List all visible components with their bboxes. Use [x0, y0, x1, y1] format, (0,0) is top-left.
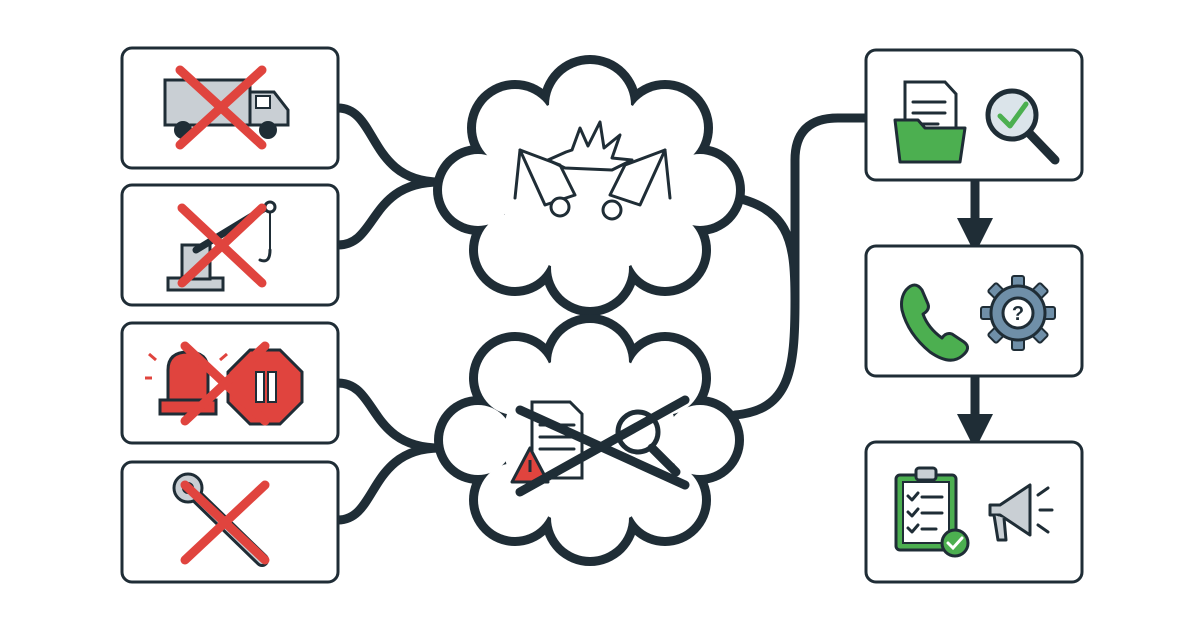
step-communicate-box: [864, 440, 1084, 584]
cause-crane-box: [120, 183, 340, 307]
connector-alarm-to-documents: [333, 378, 445, 453]
cross-out-mark: [177, 203, 267, 288]
step-contact-box: ?: [864, 244, 1084, 378]
cross-out-mark: [515, 395, 690, 497]
cause-alarm-box: [120, 321, 340, 445]
connector-documents-to-response: [730, 295, 800, 420]
checklist-icon: [894, 466, 970, 558]
forklift-collision-icon: [513, 120, 672, 221]
documents-cloud: [434, 314, 744, 566]
step-report-box: [864, 48, 1084, 182]
stop-sign-icon: [226, 348, 304, 426]
cross-out-mark: [180, 341, 270, 426]
connector-wrench-to-documents: [333, 443, 445, 525]
connector-trunk-to-first-step: [790, 113, 871, 305]
cross-out-mark: [175, 65, 267, 150]
connector-crane-to-collision: [333, 177, 445, 250]
inspection-check-icon: [985, 88, 1060, 165]
cause-wrench-box: [120, 460, 340, 584]
megaphone-icon: [988, 483, 1054, 542]
cause-truck-box: [120, 46, 340, 170]
connector-truck-to-collision: [333, 103, 445, 187]
help-gear-icon: ?: [980, 275, 1056, 351]
phone-icon: [900, 283, 969, 362]
folder-icon: [893, 80, 967, 164]
collision-cloud: [433, 55, 745, 316]
cross-out-mark: [180, 480, 270, 565]
svg-text:?: ?: [1012, 303, 1024, 325]
